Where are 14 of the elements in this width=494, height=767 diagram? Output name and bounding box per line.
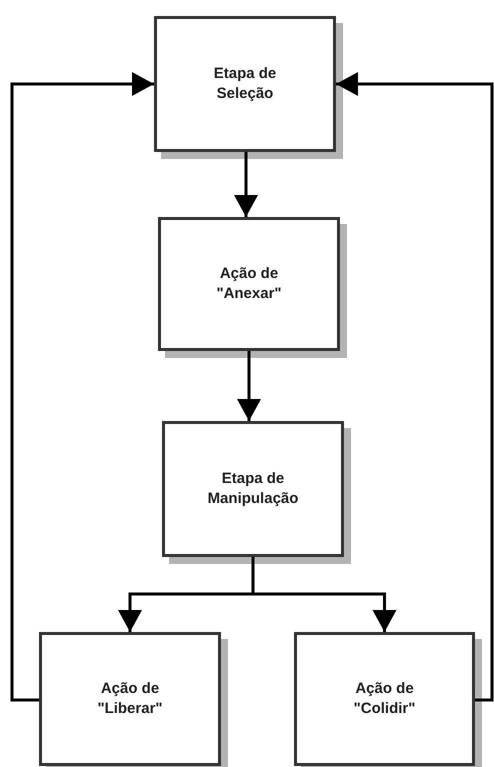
- process-box: [162, 421, 344, 557]
- arrow: [336, 72, 494, 702]
- arrow: [10, 72, 154, 702]
- box-label: Etapa de Seleção: [212, 64, 278, 104]
- box-label: Etapa de Manipulação: [206, 469, 300, 509]
- box-label: Ação de "Colidir": [352, 679, 416, 719]
- process-box: [154, 16, 336, 152]
- process-box: [39, 632, 221, 766]
- arrow: [234, 152, 258, 217]
- box-label: Ação de "Anexar": [215, 264, 283, 304]
- box-label: Ação de "Liberar": [96, 679, 164, 719]
- process-box: [158, 217, 340, 351]
- arrow: [237, 351, 261, 421]
- process-box: [294, 632, 475, 766]
